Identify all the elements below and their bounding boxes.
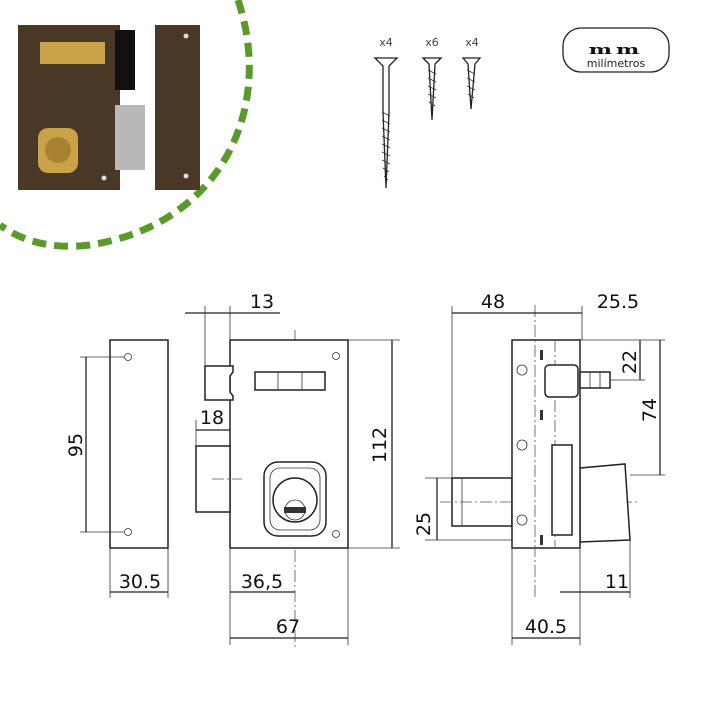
screw-medium: x6 — [421, 36, 443, 121]
screw-short: x4 — [461, 36, 482, 110]
svg-text:mm: mm — [589, 42, 644, 57]
screw-long: x4 — [373, 36, 399, 189]
dim-side-cylinder: 48 — [481, 291, 505, 313]
screw-quantity: x4 — [465, 36, 479, 49]
decorative-dashed-arc — [0, 0, 253, 250]
lock-side-view: 48 25.5 22 74 25 11 40.5 — [413, 291, 665, 645]
logo-text: milímetros — [587, 57, 646, 70]
screw-quantity: x6 — [425, 36, 439, 49]
dim-side-depth: 40.5 — [525, 616, 567, 638]
dim-body-width: 67 — [276, 616, 300, 638]
dim-body-height: 112 — [369, 427, 391, 463]
dim-strike-width: 30.5 — [119, 571, 161, 593]
dim-deadbolt: 18 — [200, 407, 224, 429]
strike-plate-view: 95 30.5 — [65, 339, 169, 598]
screw-quantity: x4 — [379, 36, 393, 49]
lock-front-view: 13 18 112 36,5 67 — [185, 291, 400, 650]
dim-side-latch: 22 — [619, 350, 641, 374]
dim-side-cylinder-height: 25 — [413, 512, 435, 536]
dim-side-bolt: 25.5 — [597, 291, 639, 313]
brand-logo: mm milímetros — [562, 27, 670, 73]
dim-side-center: 74 — [639, 398, 661, 422]
dim-side-rear: 11 — [605, 571, 629, 593]
dim-strike-height: 95 — [65, 433, 87, 457]
dim-latch-offset: 13 — [250, 291, 274, 313]
dim-backset: 36,5 — [241, 571, 283, 593]
product-photo — [18, 25, 200, 190]
